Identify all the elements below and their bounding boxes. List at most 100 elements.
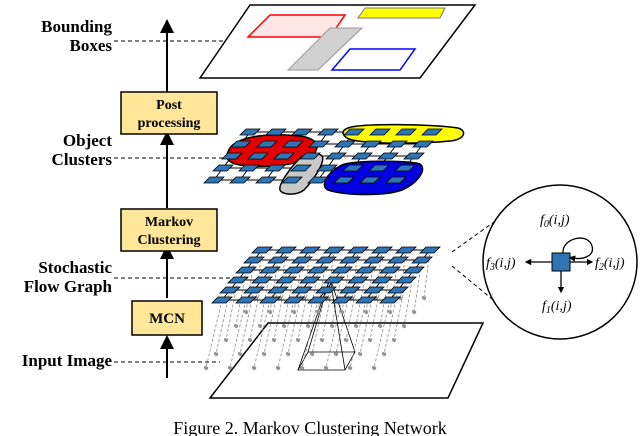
cluster-graph-node	[412, 140, 434, 148]
flow-graph-node	[235, 266, 257, 274]
post-label-2: processing	[138, 116, 201, 131]
projection-line	[389, 259, 399, 313]
flow-graph-node	[355, 296, 377, 304]
stage-labels: Bounding Boxes Object Clusters Stochasti…	[22, 17, 113, 370]
pixel-dot	[233, 323, 239, 329]
cluster-graph-node	[317, 128, 339, 136]
zoom-node	[551, 252, 571, 272]
projection-line	[235, 269, 247, 327]
cluster-graph-node	[212, 164, 234, 172]
flow-graph-node	[315, 256, 337, 264]
pixel-dot	[237, 351, 243, 357]
flow-graph-node	[267, 256, 289, 264]
projection-line	[365, 259, 375, 313]
label-f0: f0(i,j)	[540, 213, 570, 230]
pixel-dot	[343, 337, 349, 343]
projection-line	[301, 299, 319, 369]
cluster-graph-node	[290, 164, 312, 172]
flow-graph-node	[379, 296, 401, 304]
cluster-graph-node	[265, 128, 287, 136]
projection-line	[325, 299, 343, 369]
projection-line	[373, 299, 391, 369]
label-f2: f2(i,j)	[595, 256, 625, 273]
markov-label-2: Clustering	[138, 233, 201, 248]
cluster-grid-nodes	[203, 128, 443, 184]
cluster-graph-node	[281, 176, 303, 184]
flow-graph-node	[331, 296, 353, 304]
label-stochastic: Stochastic	[38, 258, 112, 277]
bbox-blue	[330, 48, 417, 71]
flow-graph-node	[379, 266, 401, 274]
projection-line	[245, 259, 255, 313]
pixel-dot	[299, 365, 305, 371]
projection-line	[331, 269, 343, 327]
post-label-1: Post	[156, 98, 182, 113]
flow-graph-node	[347, 246, 369, 254]
flow-graph-node	[299, 276, 321, 284]
markov-clustering-box	[120, 208, 218, 252]
cluster-graph-node	[203, 176, 225, 184]
projection-line	[277, 299, 295, 369]
pixel-dot	[251, 365, 257, 371]
cluster-graph-node	[395, 128, 417, 136]
flow-graph-node	[251, 246, 273, 254]
pixel-dot	[257, 323, 263, 329]
pixel-dot	[247, 337, 253, 343]
projection-line	[355, 269, 367, 327]
projection-line	[413, 259, 423, 313]
cluster-graph-node	[377, 152, 399, 160]
label-flow-graph: Flow Graph	[24, 277, 113, 296]
pixel-dot	[421, 295, 427, 301]
pixel-dot	[319, 337, 325, 343]
cluster-graph-node	[229, 176, 251, 184]
input-plane	[208, 322, 485, 399]
pixel-dot	[271, 337, 277, 343]
pixel-dot	[309, 351, 315, 357]
label-f1: f1(i,j)	[542, 299, 572, 316]
projection-line	[283, 269, 295, 327]
pyramid-edge-3	[329, 277, 346, 371]
flow-graph-node	[371, 276, 393, 284]
cluster-graph-node	[333, 176, 355, 184]
cluster-graph-node	[386, 140, 408, 148]
cluster-graph-node	[307, 176, 329, 184]
projection-line	[205, 299, 223, 369]
pixel-dot	[339, 309, 345, 315]
projection-line	[269, 259, 279, 313]
pixel-dot	[243, 309, 249, 315]
projection-line	[341, 259, 351, 313]
cluster-graph-node	[342, 164, 364, 172]
cluster-graph-node	[369, 128, 391, 136]
pixel-dot	[377, 323, 383, 329]
pixel-dot	[223, 337, 229, 343]
cluster-graph-node	[247, 152, 269, 160]
label-boxes: Boxes	[70, 36, 113, 55]
flow-graph-node	[395, 246, 417, 254]
flow-graph-node	[235, 296, 257, 304]
pixel-dot	[261, 351, 267, 357]
pixel-dot	[291, 309, 297, 315]
flow-graph-node	[243, 256, 265, 264]
pixel-dot	[347, 365, 353, 371]
flow-graph-node	[355, 266, 377, 274]
flow-graph-node	[347, 276, 369, 284]
flow-graph-node	[387, 286, 409, 294]
flow-graph-node	[387, 256, 409, 264]
pixel-dot	[323, 365, 329, 371]
projection-line	[423, 249, 431, 299]
self-loop-arrow	[562, 237, 594, 262]
flow-graph-node	[211, 296, 233, 304]
object-clusters-layer	[203, 123, 465, 196]
projection-line	[349, 299, 367, 369]
flow-graph-node	[259, 296, 281, 304]
cluster-graph-node	[221, 152, 243, 160]
flow-graph-node	[411, 256, 433, 264]
cluster-graph-node	[273, 152, 295, 160]
flow-graph-node	[363, 256, 385, 264]
pixel-dot	[227, 365, 233, 371]
flow-graph-node	[299, 246, 321, 254]
cluster-graph-node	[230, 140, 252, 148]
cluster-graph-node	[343, 128, 365, 136]
projection-line	[307, 269, 319, 327]
